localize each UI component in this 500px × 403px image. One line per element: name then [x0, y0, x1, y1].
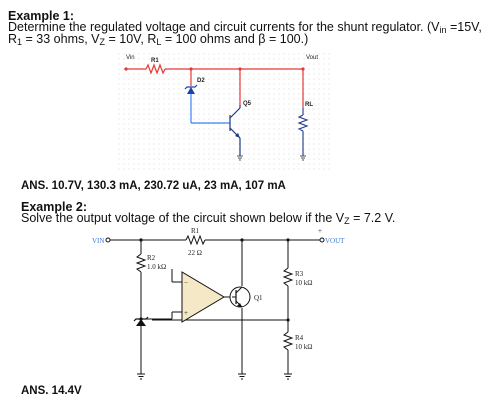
junction-dot [286, 318, 290, 322]
ground-icon [238, 373, 246, 380]
r3-label: R3 [295, 270, 304, 278]
r2-value: 1.0 kΩ [147, 263, 166, 271]
r4-label: R4 [295, 334, 304, 342]
junction-dot [286, 238, 290, 242]
example1-q2-text-a: = 33 ohms, V [22, 32, 100, 46]
example1-q1-text-b: =15V, [446, 20, 482, 34]
rl-label: RL [305, 102, 313, 108]
transistor-q1 [229, 286, 251, 308]
junction-dot [238, 67, 242, 71]
vout-terminal [319, 237, 325, 243]
r2-resistor [135, 253, 147, 273]
example1-q1-sub: in [439, 25, 447, 35]
r1-value: 22 Ω [188, 249, 202, 257]
example1-title: Example 1: [8, 9, 75, 23]
vin-label: VIN [92, 237, 104, 245]
example2-q-text-b: = 7.2 V. [349, 211, 396, 225]
ground-icon [300, 155, 306, 161]
example1-question-line2: R1 = 33 ohms, VZ = 10V, RL = 100 ohms an… [8, 32, 308, 49]
vout-terminal [301, 67, 305, 71]
shunt-regulator-circuit: Vin R1 Vout D2 Q5 RL [118, 53, 333, 171]
junction-dot [240, 238, 244, 242]
example2-title: Example 2: [21, 200, 88, 214]
r3-value: 10 kΩ [295, 279, 312, 287]
r4-resistor [282, 331, 294, 351]
vout-label: VOUT [325, 237, 345, 245]
op-amp [181, 271, 225, 323]
grid-background [118, 53, 333, 171]
r2-label: R2 [147, 254, 156, 262]
example1-question-line1: Determine the regulated voltage and circ… [8, 20, 482, 37]
r1-label: R1 [191, 227, 200, 235]
example2-q-text-a: Solve the output voltage of the circuit … [21, 211, 345, 225]
junction-dot [189, 67, 193, 71]
example2-answer: ANS. 14.4V [21, 385, 82, 397]
q5-label: Q5 [243, 101, 252, 107]
ground-icon [284, 373, 292, 380]
top-wire [126, 63, 304, 108]
emitter-arrow [235, 133, 240, 138]
ground-icon [137, 373, 145, 380]
vout-plus-label: + [318, 227, 322, 235]
example1-q2-l-sub: L [156, 37, 162, 47]
r1-label: R1 [151, 58, 159, 64]
bias-wire [190, 94, 230, 124]
junction-dot [139, 238, 143, 242]
zener-diode-d2 [184, 84, 198, 94]
junction-dot [139, 317, 143, 321]
r1-resistor [185, 234, 206, 246]
example1-q2-r: R [8, 32, 18, 46]
q1-label: Q1 [254, 294, 263, 302]
rl-resistor [297, 108, 309, 156]
r1-resistor [145, 63, 166, 75]
vin-terminal [124, 67, 128, 71]
example1-q2-text-b: = 10V, R [105, 32, 157, 46]
d2-label: D2 [197, 78, 205, 84]
example1-q2-r-sub: 1 [17, 37, 23, 47]
example1-q2-text-c: = 100 ohms and β = 100.) [161, 32, 309, 46]
r4-value: 10 kΩ [295, 343, 312, 351]
ground-icon [237, 155, 243, 161]
vin-label: Vin [126, 55, 135, 61]
example2-question: Solve the output voltage of the circuit … [21, 211, 395, 228]
example2-q-sub: Z [344, 216, 350, 226]
vout-label: Vout [306, 55, 318, 61]
example1-q1-text-a: Determine the regulated voltage and circ… [8, 20, 440, 34]
example1-q2-z-sub: Z [99, 37, 106, 47]
vin-terminal [105, 237, 111, 243]
series-regulator-circuit: VIN VOUT + R1 22 Ω R2 1.0 kΩ R3 10 kΩ R4… [92, 227, 345, 380]
circuit-wires [108, 234, 322, 374]
r3-resistor [282, 267, 294, 287]
opamp-minus-label: − [184, 279, 188, 287]
example1-answer: ANS. 10.7V, 130.3 mA, 230.72 uA, 23 mA, … [21, 180, 286, 192]
opamp-plus-label: + [184, 309, 188, 317]
